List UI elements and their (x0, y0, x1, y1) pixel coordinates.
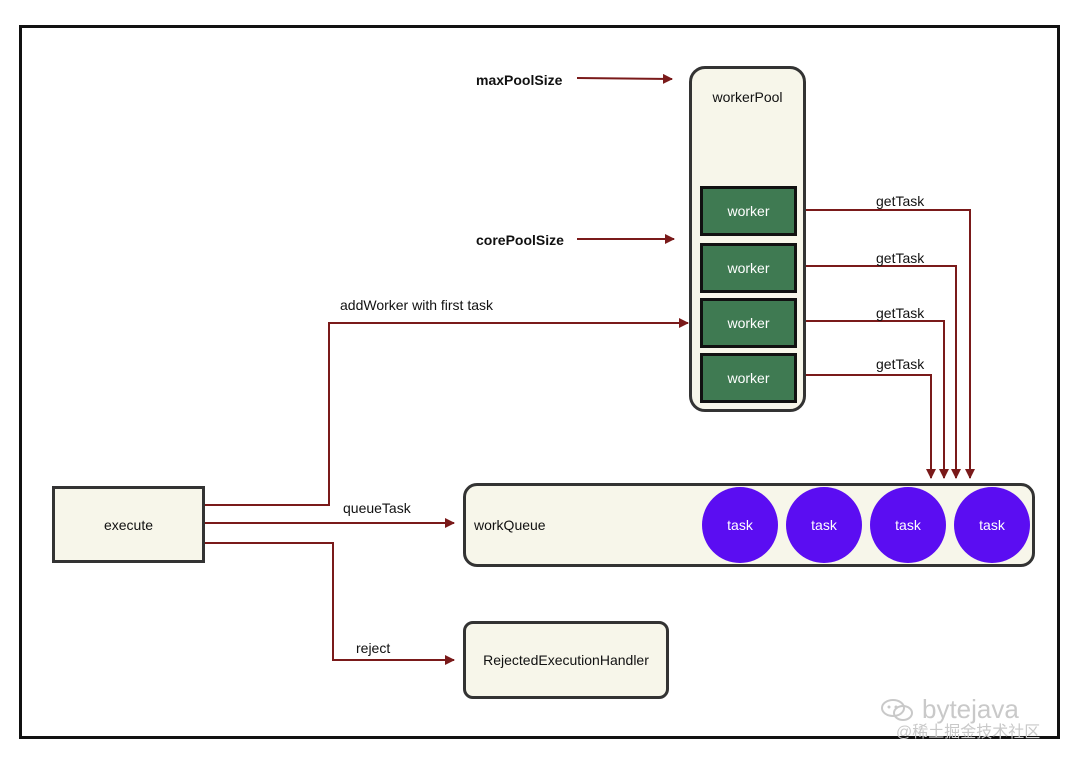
rejected-execution-handler-box: RejectedExecutionHandler (463, 621, 669, 699)
get-task-arrow-1 (796, 209, 975, 479)
get-task-label-3: getTask (876, 305, 925, 321)
execute-box: execute (52, 486, 205, 563)
worker-pool-title: workerPool (712, 89, 783, 105)
worker-3: worker (700, 298, 797, 348)
execute-label: execute (103, 516, 154, 533)
add-worker-label: addWorker with first task (340, 297, 494, 313)
rejected-execution-handler-label: RejectedExecutionHandler (483, 652, 649, 668)
work-queue-title: workQueue (474, 517, 546, 533)
add-worker-arrow (204, 318, 689, 506)
get-task-arrow-2 (796, 265, 961, 479)
worker-2: worker (700, 243, 797, 293)
worker-1: worker (700, 186, 797, 236)
watermark-site: @稀土掘金技术社区 (896, 724, 1041, 741)
reject-label: reject (356, 640, 391, 656)
get-task-label-2: getTask (876, 250, 925, 266)
max-pool-size-label: maxPoolSize (476, 72, 563, 88)
task-1: task (702, 487, 778, 563)
core-pool-size-label: corePoolSize (476, 232, 564, 248)
worker-4: worker (700, 353, 797, 403)
get-task-arrow-3 (796, 320, 949, 479)
watermark-brand: bytejava (922, 694, 1019, 724)
get-task-label-1: getTask (876, 193, 925, 209)
get-task-arrow-4 (796, 374, 936, 479)
max-pool-size-arrow (576, 73, 673, 84)
queue-task-label: queueTask (343, 500, 411, 516)
wechat-icon (881, 699, 913, 721)
get-task-label-4: getTask (876, 356, 925, 372)
task-2: task (786, 487, 862, 563)
diagram-frame (19, 25, 1060, 739)
task-3: task (870, 487, 946, 563)
reject-arrow (204, 542, 455, 665)
task-4: task (954, 487, 1030, 563)
